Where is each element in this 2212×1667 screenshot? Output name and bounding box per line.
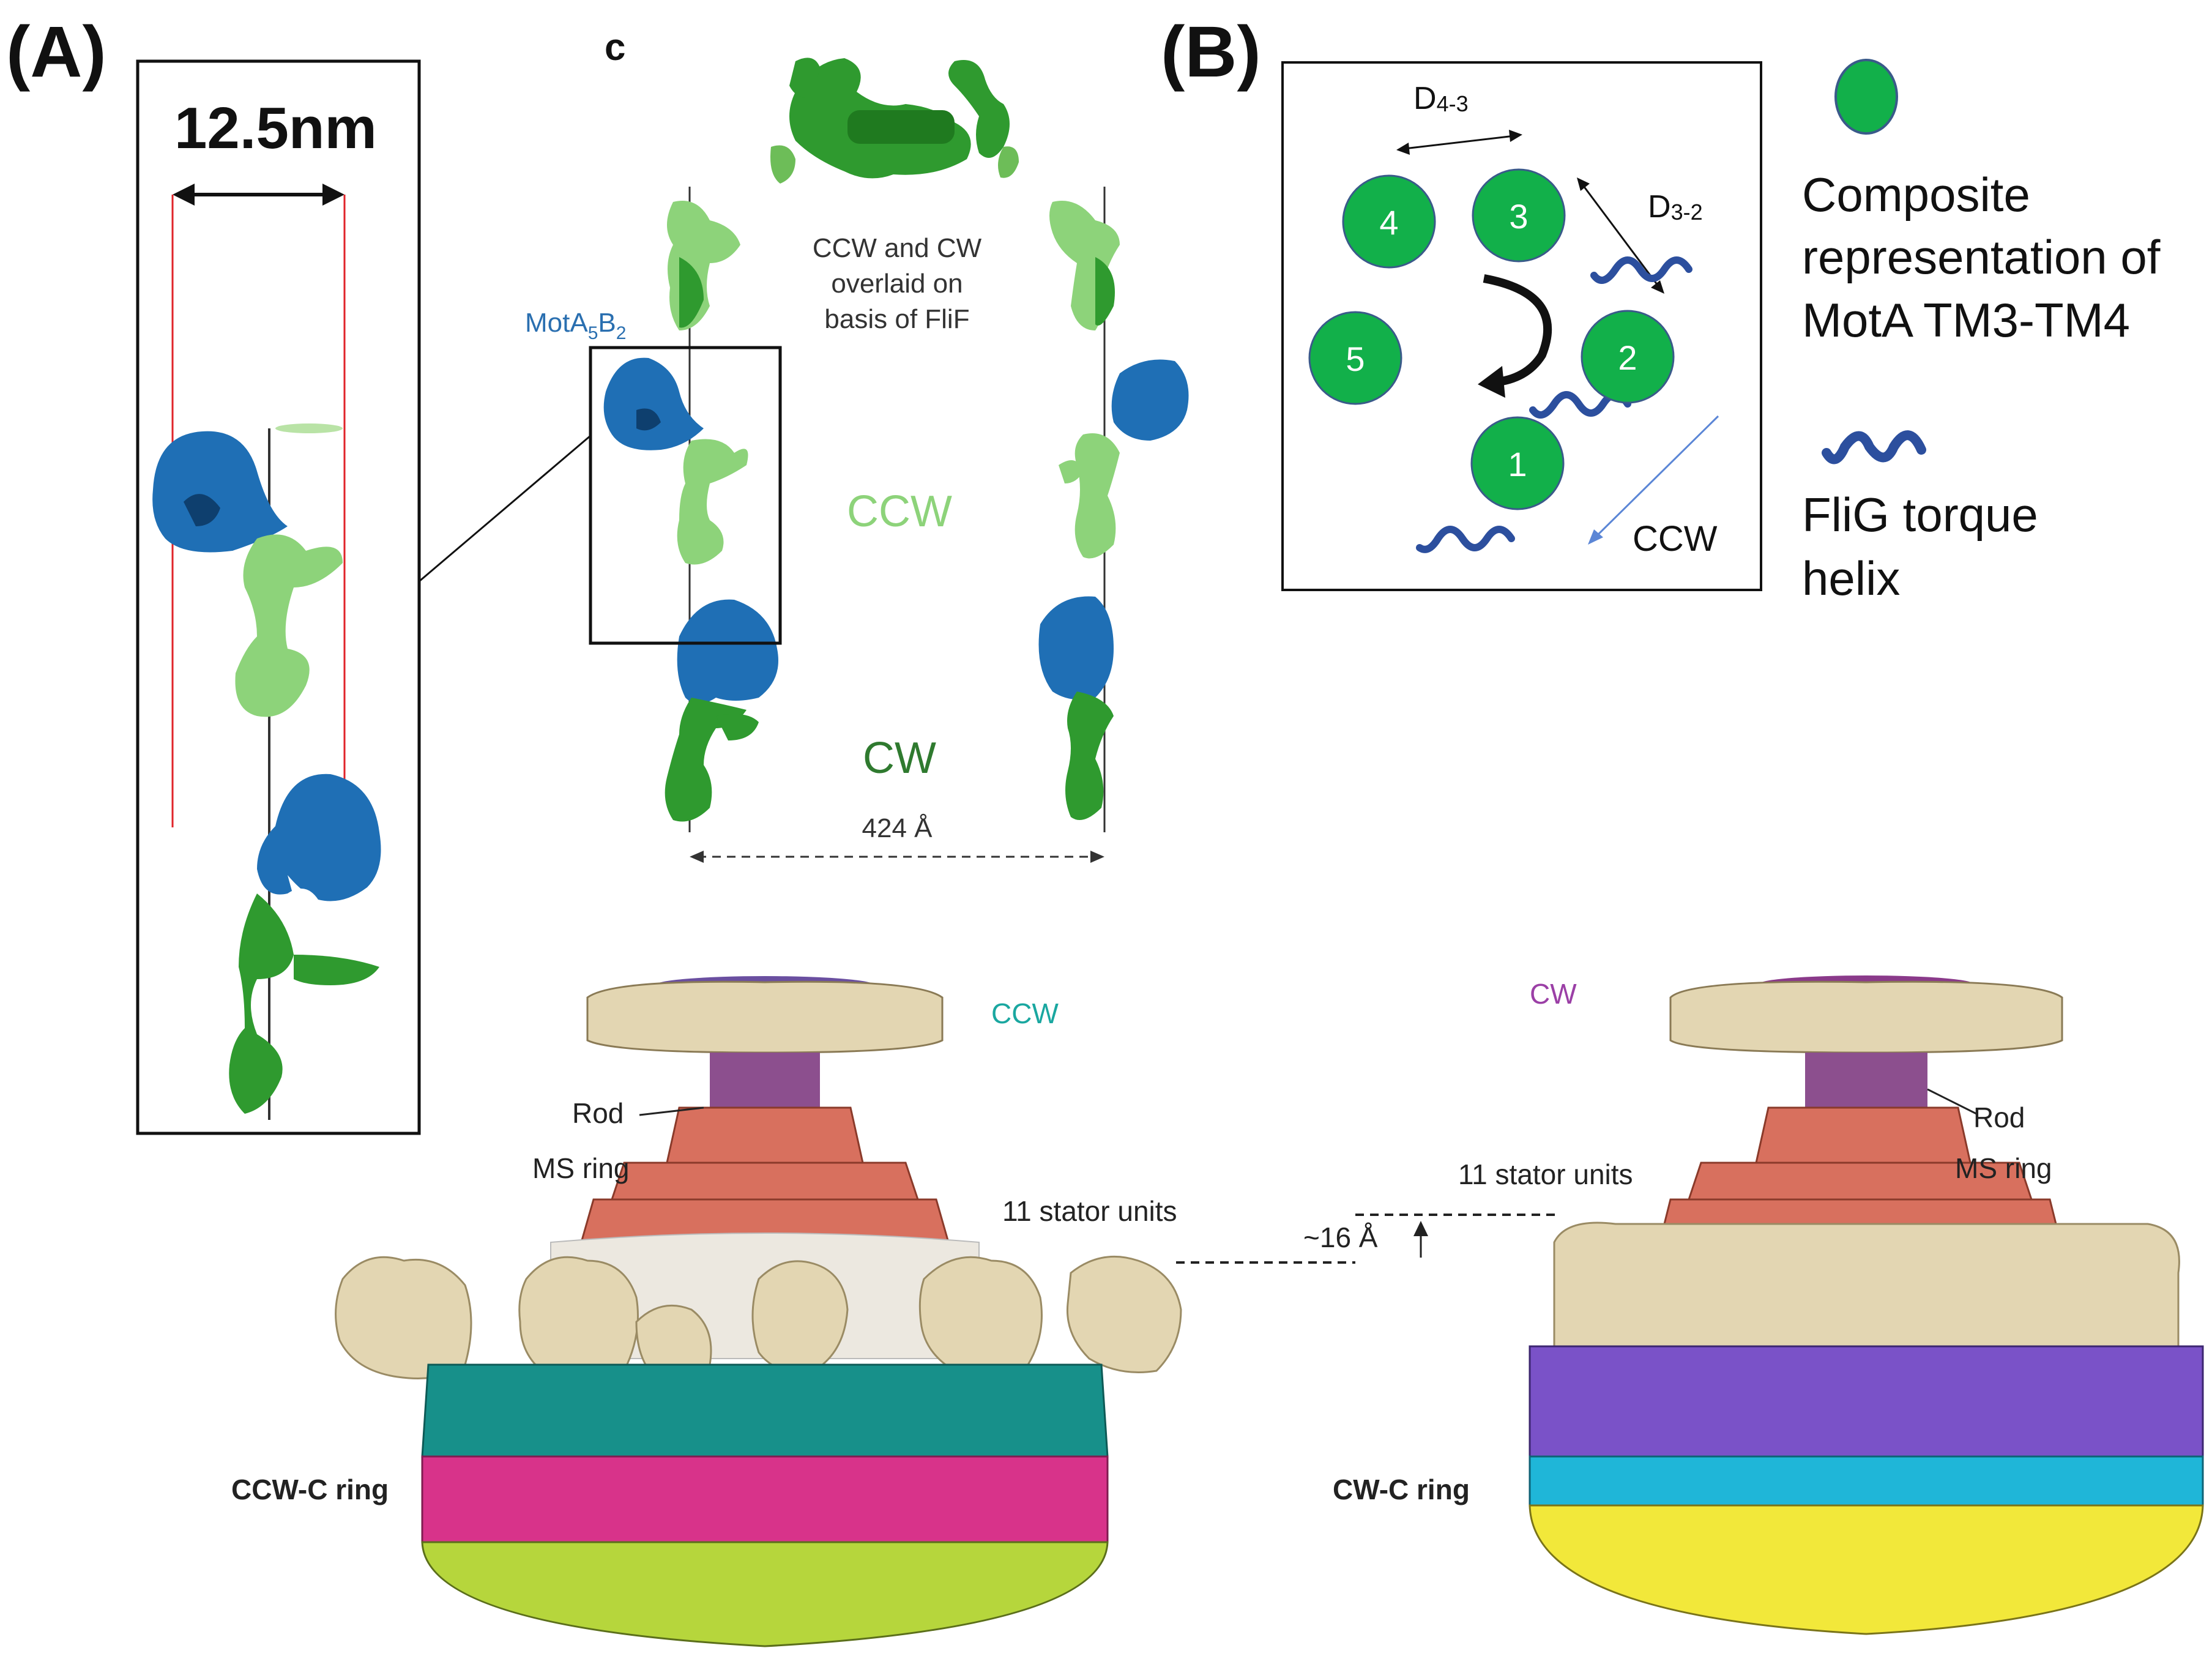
- offset-label: ~16 Å: [1303, 1221, 1378, 1253]
- d32-arrow-head-bottom: [1651, 280, 1664, 294]
- sublabel-c: c: [605, 26, 625, 69]
- ccw-direction-arrow: [1593, 415, 1719, 540]
- distance-arrow-head-left: [690, 851, 704, 863]
- ccw-direction-arrow-head: [1588, 529, 1603, 545]
- circle-1: 1: [1470, 416, 1565, 510]
- flig-helices: [1416, 256, 1693, 553]
- panel-b-box: [1281, 61, 1762, 591]
- circle-4: 4: [1342, 174, 1436, 269]
- ms-ring-left-label: MS ring: [532, 1152, 629, 1184]
- d43-arrow-head-right: [1509, 130, 1522, 142]
- panel-b-label: (B): [1161, 12, 1261, 92]
- left-density-column: [603, 201, 778, 822]
- d32-arrow-head-top: [1577, 177, 1590, 191]
- circle-5: 5: [1308, 311, 1402, 405]
- svg-text:3: 3: [1509, 197, 1528, 236]
- d32-label: D3-2: [1648, 189, 1703, 225]
- distance-label: 424 Å: [862, 813, 933, 843]
- circle-3: 3: [1472, 168, 1566, 263]
- stator-left-label: 11 stator units: [1002, 1195, 1177, 1227]
- legend-composite-line-1: Composite: [1802, 168, 2030, 222]
- ccw-structure-title: CCW: [991, 998, 1059, 1029]
- d32-arrow: [1581, 183, 1661, 288]
- ms-ring-right-label: MS ring: [1955, 1152, 2052, 1184]
- ccw-c-ring-label: CCW-C ring: [231, 1474, 389, 1505]
- inset-box: [136, 59, 421, 1135]
- d43-label: D4-3: [1413, 81, 1469, 116]
- cw-structure-title: CW: [1530, 978, 1577, 1010]
- right-density-column: [1038, 201, 1189, 820]
- legend-flig-line-1: FliG torque: [1802, 488, 2038, 542]
- stator-right-label: 11 stator units: [1458, 1158, 1633, 1190]
- mota-label: MotA5B2: [525, 308, 626, 343]
- d43-arrow-head-left: [1396, 143, 1410, 155]
- ccw-map-label: CCW: [847, 487, 952, 536]
- legend-composite-line-3: MotA TM3-TM4: [1802, 293, 2130, 347]
- overlay-text-line-2: overlaid on: [831, 269, 963, 299]
- panel-b-ccw-label: CCW: [1633, 519, 1718, 559]
- svg-text:4: 4: [1379, 203, 1398, 242]
- scale-arrow-head-right: [322, 184, 344, 206]
- rotation-arrow: [1483, 274, 1552, 387]
- cw-motor-structure: [1529, 975, 2204, 1635]
- d43-arrow: [1404, 135, 1515, 150]
- legend-flig-line-2: helix: [1802, 551, 1900, 605]
- rod-right-leader: [1927, 1088, 1977, 1115]
- inset-cw-density: [229, 774, 381, 1114]
- circle-2: 2: [1581, 310, 1675, 404]
- ccw-motor-structure: [335, 976, 1182, 1647]
- svg-text:1: 1: [1508, 445, 1527, 483]
- legend-green-circle: [1834, 59, 1898, 135]
- cw-c-ring-label: CW-C ring: [1333, 1474, 1470, 1505]
- svg-text:5: 5: [1346, 340, 1365, 378]
- zoom-connector: [419, 434, 591, 583]
- panel-a-label: (A): [6, 12, 106, 92]
- distance-arrow-head-right: [1090, 851, 1104, 863]
- legend-composite-line-2: representation of: [1802, 230, 2161, 284]
- zoom-box: [589, 346, 782, 645]
- rod-left-label: Rod: [572, 1097, 624, 1129]
- inset-ccw-density: [152, 423, 343, 717]
- overlay-text-line-3: basis of FliF: [824, 304, 969, 334]
- offset-arrow-head: [1413, 1221, 1428, 1236]
- cw-map-label: CW: [863, 734, 936, 783]
- top-density: [770, 58, 1019, 184]
- scale-arrow-head-left: [173, 184, 195, 206]
- scale-label: 12.5nm: [174, 95, 377, 161]
- overlay-text-line-1: CCW and CW: [813, 233, 982, 263]
- legend-helix-icon: [1822, 430, 1926, 464]
- rotation-arrow-head: [1478, 366, 1505, 398]
- rod-left-leader: [639, 1106, 704, 1116]
- rod-right-label: Rod: [1973, 1102, 2025, 1133]
- svg-text:2: 2: [1618, 338, 1637, 377]
